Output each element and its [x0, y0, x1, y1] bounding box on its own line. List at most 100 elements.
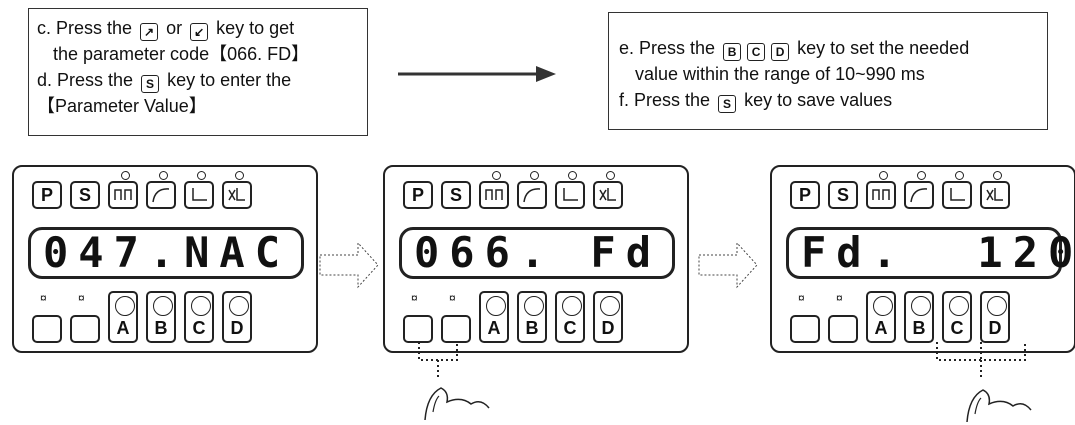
function-icon — [115, 296, 135, 316]
function-icon — [562, 296, 582, 316]
stop-icon — [229, 296, 249, 316]
flow-arrow-icon — [698, 241, 758, 289]
s-key[interactable]: S — [70, 181, 100, 209]
down-key[interactable]: ¤ — [441, 291, 471, 343]
instruction-box-left: c. Press the ↗ or ↙ key to get the param… — [28, 8, 368, 136]
s-key-icon: S — [718, 95, 737, 113]
led-icon — [993, 171, 1002, 180]
b-key[interactable]: B — [904, 291, 934, 343]
trim-icon — [599, 188, 616, 201]
trim-icon — [228, 188, 245, 201]
instruction-line-c2: the parameter code【066. FD】 — [53, 44, 310, 64]
p-key[interactable]: P — [32, 181, 62, 209]
s-key[interactable]: S — [828, 181, 858, 209]
led-display: 066. Fd — [399, 227, 675, 279]
up-arrow-icon — [403, 315, 433, 343]
control-panel-3: P S Fd. 120 ¤ ¤ A B C D — [770, 165, 1075, 353]
control-panel-1: P S 047.NAC ¤ ¤ A B C D — [12, 165, 318, 353]
function-icon — [911, 296, 931, 316]
led-icon — [492, 171, 501, 180]
up-key[interactable]: ¤ — [32, 291, 62, 343]
pattern-key[interactable] — [479, 171, 509, 209]
pattern-key[interactable] — [108, 171, 138, 209]
led-icon — [530, 171, 539, 180]
up-key[interactable]: ¤ — [790, 291, 820, 343]
p-key[interactable]: P — [403, 181, 433, 209]
led-display: Fd. 120 — [786, 227, 1073, 279]
b-key[interactable]: B — [146, 291, 176, 343]
pattern-key[interactable] — [866, 171, 896, 209]
function-icon — [873, 296, 893, 316]
trim-key[interactable] — [593, 171, 623, 209]
soft-start-key[interactable] — [517, 171, 547, 209]
up-key-icon: ↗ — [140, 23, 159, 41]
soft-start-key[interactable] — [904, 171, 934, 209]
d-key-icon: D — [771, 43, 790, 61]
instruction-line-e2: value within the range of 10~990 ms — [635, 64, 925, 84]
needle-down-key[interactable] — [184, 171, 214, 209]
led-icon — [121, 171, 130, 180]
indicator-icon: ¤ — [798, 291, 805, 305]
stop-icon — [987, 296, 1007, 316]
a-key[interactable]: A — [479, 291, 509, 343]
d-key[interactable]: D — [222, 291, 252, 343]
trim-key[interactable] — [980, 171, 1010, 209]
function-icon — [153, 296, 173, 316]
b-key-icon: B — [723, 43, 742, 61]
instruction-line-d1: d. Press the S key to enter the — [37, 70, 292, 93]
led-icon — [917, 171, 926, 180]
curve-icon — [523, 188, 541, 203]
down-arrow-icon — [828, 315, 858, 343]
instruction-line-d2: 【Parameter Value】 — [37, 96, 207, 116]
a-key[interactable]: A — [866, 291, 896, 343]
up-arrow-icon — [790, 315, 820, 343]
flow-arrow-icon — [319, 241, 379, 289]
c-key[interactable]: C — [942, 291, 972, 343]
function-icon — [191, 296, 211, 316]
needle-down-icon — [192, 188, 207, 201]
instruction-line-f1: f. Press the S key to save values — [619, 90, 893, 113]
soft-start-key[interactable] — [146, 171, 176, 209]
needle-down-key[interactable] — [942, 171, 972, 209]
down-key[interactable]: ¤ — [70, 291, 100, 343]
pattern-icon — [114, 189, 132, 200]
led-icon — [235, 171, 244, 180]
curve-icon — [910, 188, 928, 203]
pointing-hand-icon — [936, 342, 1032, 423]
led-icon — [568, 171, 577, 180]
needle-down-key[interactable] — [555, 171, 585, 209]
control-panel-2: P S 066. Fd ¤ ¤ A B C D — [383, 165, 689, 353]
right-arrow-icon — [398, 66, 556, 82]
instruction-line-c1: c. Press the ↗ or ↙ key to get — [37, 18, 295, 41]
trim-icon — [986, 188, 1003, 201]
a-key[interactable]: A — [108, 291, 138, 343]
led-icon — [197, 171, 206, 180]
down-key-icon: ↙ — [190, 23, 209, 41]
p-key[interactable]: P — [790, 181, 820, 209]
needle-down-icon — [563, 188, 578, 201]
down-arrow-icon — [70, 315, 100, 343]
pointing-hand-icon — [418, 342, 490, 421]
up-arrow-icon — [32, 315, 62, 343]
b-key[interactable]: B — [517, 291, 547, 343]
indicator-icon: ¤ — [449, 291, 456, 305]
pattern-icon — [872, 189, 890, 200]
c-key[interactable]: C — [555, 291, 585, 343]
down-arrow-icon — [441, 315, 471, 343]
down-key[interactable]: ¤ — [828, 291, 858, 343]
trim-key[interactable] — [222, 171, 252, 209]
c-key[interactable]: C — [184, 291, 214, 343]
function-icon — [524, 296, 544, 316]
curve-icon — [152, 188, 170, 203]
pattern-icon — [485, 189, 503, 200]
s-key[interactable]: S — [441, 181, 471, 209]
indicator-icon: ¤ — [411, 291, 418, 305]
d-key[interactable]: D — [593, 291, 623, 343]
led-icon — [955, 171, 964, 180]
d-key[interactable]: D — [980, 291, 1010, 343]
led-icon — [159, 171, 168, 180]
indicator-icon: ¤ — [836, 291, 843, 305]
up-key[interactable]: ¤ — [403, 291, 433, 343]
